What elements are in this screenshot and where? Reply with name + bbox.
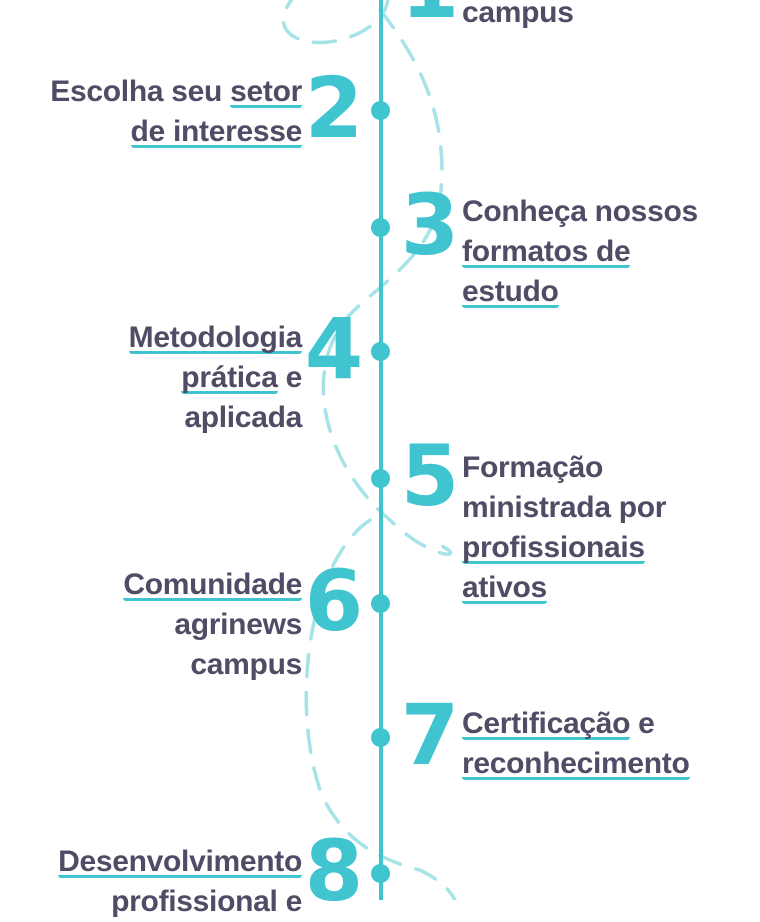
step-text-line: agrinews (123, 605, 302, 645)
step-6-text: Comunidade agrinews campus (123, 565, 302, 685)
highlighted-text: Metodologia (128, 321, 302, 354)
step-text-line: profissional e (58, 882, 302, 922)
timeline-dot (371, 101, 390, 120)
text: ministrada por (462, 491, 667, 524)
step-text-line: estudo (462, 272, 698, 312)
step-number: 4 (304, 300, 364, 398)
text: profissional e (111, 885, 302, 918)
step-text-line: profissionais (462, 528, 666, 568)
step-text-line: reconhecimento (462, 744, 690, 784)
step-text-line: Desenvolvimento (58, 842, 302, 882)
timeline-dot (371, 864, 390, 883)
step-8-text: Desenvolvimento profissional e (58, 842, 302, 922)
step-number: 2 (304, 59, 364, 157)
step-number: 3 (400, 176, 460, 274)
text: Formação (462, 451, 603, 484)
step-text-line: de interesse (50, 112, 302, 152)
step-3-text: Conheça nossos formatos de estudo (462, 192, 698, 312)
text: e (277, 361, 303, 394)
step-number: 5 (400, 427, 460, 525)
text: campus (190, 648, 302, 681)
step-text-line: Escolha seu setor (50, 72, 302, 112)
step-text-line: Metodologia (128, 318, 302, 358)
timeline-dot (371, 469, 390, 488)
step-5-text: Formação ministrada por profissionais ativo… (462, 448, 666, 608)
step-text-line: formatos de (462, 232, 698, 272)
step-text-line: campus (462, 0, 634, 33)
highlighted-text: reconhecimento (462, 747, 690, 780)
step-text-line: Conheça nossos (462, 192, 698, 232)
timeline-line (379, 0, 383, 900)
highlighted-text: profissionais (462, 531, 645, 564)
timeline-dot (371, 594, 390, 613)
step-text-line: Formação (462, 448, 666, 488)
text: Escolha seu (50, 75, 231, 108)
highlighted-text: Comunidade (123, 568, 302, 601)
dashed-curve-decoration (281, 0, 457, 900)
step-text-line: Certificação e (462, 704, 690, 744)
timeline-dot (371, 218, 390, 237)
step-text-line: ativos (462, 568, 666, 608)
step-text-line: prática e (129, 358, 302, 398)
highlighted-text: setor (230, 75, 302, 108)
step-text-line: aplicada (129, 398, 302, 438)
highlighted-text: formatos de (462, 235, 631, 268)
highlighted-text: ativos (462, 571, 547, 604)
timeline-dot (371, 342, 390, 361)
text: Conheça nossos (462, 195, 698, 228)
step-number: 8 (304, 822, 364, 920)
text: campus (462, 0, 574, 29)
step-number: 1 (400, 0, 460, 30)
highlighted-text: de interesse (130, 115, 302, 148)
highlighted-text: prática (181, 361, 278, 394)
text: e (630, 707, 655, 740)
step-number: 7 (400, 686, 460, 784)
step-text-line: campus (123, 645, 302, 685)
step-text-line: ministrada por (462, 488, 666, 528)
step-number: 6 (304, 552, 364, 650)
text: aplicada (184, 401, 302, 434)
highlighted-text: estudo (462, 275, 559, 308)
highlighted-text: Desenvolvimento (58, 845, 302, 878)
text: agrinews (174, 608, 302, 641)
highlighted-text: Certificação (462, 707, 631, 740)
step-text-line: Comunidade (123, 565, 302, 605)
timeline-dot (371, 728, 390, 747)
